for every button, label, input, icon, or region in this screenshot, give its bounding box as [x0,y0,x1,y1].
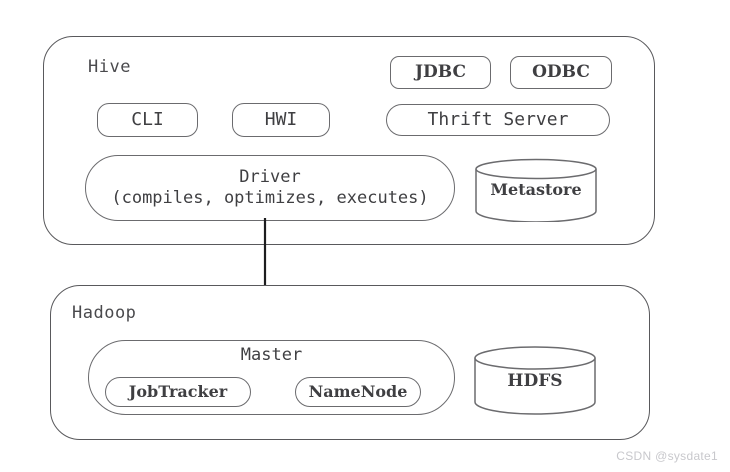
watermark-text: CSDN @sysdate1 [616,449,718,463]
jdbc-node[interactable]: JDBC [390,56,491,89]
namenode-node[interactable]: NameNode [295,377,421,407]
cli-node[interactable]: CLI [97,103,198,137]
cylinder-shape-icon [474,346,596,415]
master-node-title: Master [240,345,303,365]
driver-node-description: (compiles, optimizes, executes) [111,187,429,208]
jobtracker-node[interactable]: JobTracker [105,377,251,407]
hdfs-cylinder[interactable]: HDFS [473,345,597,415]
thrift-server-node[interactable]: Thrift Server [386,104,610,136]
metastore-label: Metastore [490,180,582,199]
hdfs-label: HDFS [507,371,563,391]
cylinder-shape-icon [475,158,597,222]
driver-node[interactable]: Driver (compiles, optimizes, executes) [85,155,455,221]
odbc-node[interactable]: ODBC [510,56,612,89]
hive-container-title: Hive [88,57,131,77]
hwi-node[interactable]: HWI [232,103,330,137]
hadoop-container-title: Hadoop [72,303,137,323]
driver-node-title: Driver [239,166,301,187]
metastore-cylinder[interactable]: Metastore [474,158,598,222]
